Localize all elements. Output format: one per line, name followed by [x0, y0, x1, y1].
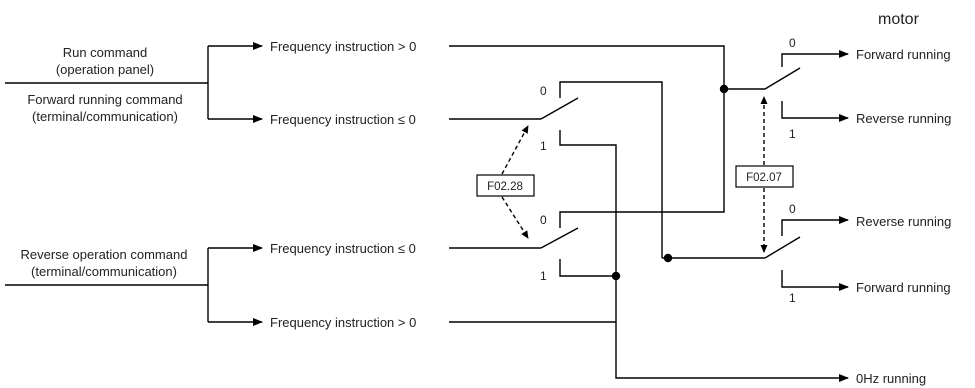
switch-s3-pos0-wire	[781, 50, 849, 67]
switch-s2-one: 1	[540, 269, 547, 283]
switch-s1-pos0-wire	[559, 81, 663, 258]
selector-f02-28-box	[476, 174, 535, 197]
switch-s3-zero: 0	[789, 36, 796, 50]
switch-s2-pos1-wire	[559, 259, 616, 277]
output-lower-forward: Forward running	[856, 280, 951, 295]
switch-s1-blade	[540, 97, 579, 120]
forward-command-label: Forward running command	[27, 92, 182, 107]
selector-f02-28-arrow-up	[501, 125, 529, 175]
switch-s1-pos1-wire	[559, 130, 849, 382]
switch-s2-pos0-wire	[559, 89, 725, 228]
output-upper-forward: Forward running	[856, 47, 951, 62]
output-zero-hz: 0Hz running	[856, 371, 926, 386]
reverse-command-label: Reverse operation command	[21, 247, 188, 262]
selector-f02-07-box	[735, 165, 794, 188]
condition-bottom-gt: Frequency instruction > 0	[270, 315, 416, 330]
switch-s2-zero: 0	[540, 213, 547, 227]
switch-s1-zero: 0	[540, 84, 547, 98]
selector-f02-07-label: F02.07	[746, 172, 782, 184]
switch-s4-zero: 0	[789, 202, 796, 216]
reverse-command-sub-label: (terminal/communication)	[31, 264, 177, 279]
motor-header: motor	[878, 11, 920, 28]
run-command-label: Run command	[63, 45, 148, 60]
selector-f02-28-label: F02.28	[487, 181, 523, 193]
switch-s1-one: 1	[540, 139, 547, 153]
switch-s3-one: 1	[789, 127, 796, 141]
junction-dot-zero-hz	[611, 271, 621, 281]
switch-s2-blade	[540, 227, 579, 249]
output-upper-reverse: Reverse running	[856, 111, 951, 126]
switch-s4-one: 1	[789, 291, 796, 305]
switch-s4-pos1-wire	[781, 270, 849, 291]
run-command-sub-label: (operation panel)	[56, 62, 154, 77]
switch-s3-blade	[764, 67, 801, 90]
selector-f02-28-arrow-down	[501, 196, 529, 239]
switch-s4-pos0-wire	[781, 216, 849, 236]
top-gt-wire	[449, 45, 725, 89]
forward-command-sub-label: (terminal/communication)	[32, 109, 178, 124]
condition-bottom-le: Frequency instruction ≤ 0	[270, 241, 416, 256]
output-lower-reverse: Reverse running	[856, 214, 951, 229]
switch-s3-pos1-wire	[781, 101, 849, 122]
condition-top-gt: Frequency instruction > 0	[270, 39, 416, 54]
switch-s4-blade	[764, 236, 801, 259]
condition-top-le: Frequency instruction ≤ 0	[270, 112, 416, 127]
